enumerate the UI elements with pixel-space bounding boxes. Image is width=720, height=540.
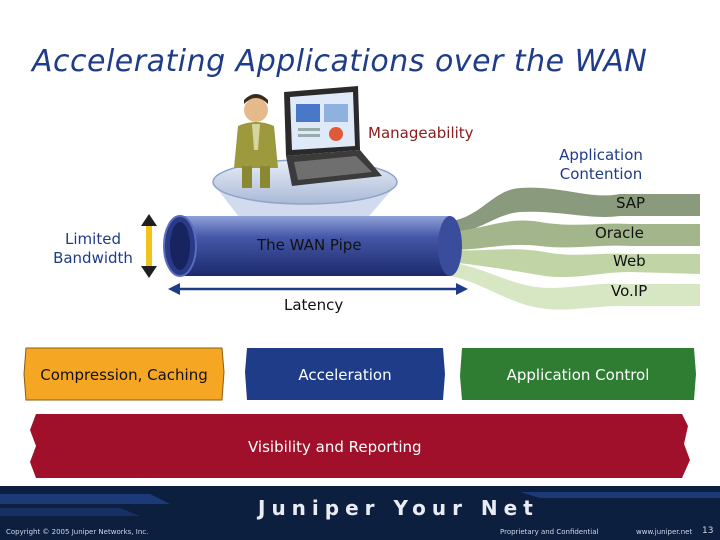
wan-diagram xyxy=(23,86,700,478)
visibility-reporting-band: Visibility and Reporting xyxy=(248,438,422,456)
footer-bar: Juniper Your Net Copyright © 2005 Junipe… xyxy=(0,486,720,540)
wan-pipe-label: The WAN Pipe xyxy=(257,236,362,254)
web-stream xyxy=(448,249,700,278)
wan-pipe xyxy=(163,215,462,277)
compression-caching-box: Compression, Caching xyxy=(40,366,208,384)
app-label-web: Web xyxy=(613,252,646,270)
slide-number: 13 xyxy=(702,526,714,536)
oracle-stream xyxy=(445,220,700,250)
brand-wordmark: Juniper Your Net xyxy=(258,496,539,520)
visibility-band-shape xyxy=(30,414,690,478)
bandwidth-arrow xyxy=(141,214,157,278)
copyright-text: Copyright © 2005 Juniper Networks, Inc. xyxy=(6,528,149,536)
application-contention-label: Application Contention xyxy=(559,146,643,183)
acceleration-box-shape xyxy=(245,348,445,400)
application-streams xyxy=(440,187,700,310)
manageability-label: Manageability xyxy=(368,124,474,142)
app-label-sap: SAP xyxy=(616,194,646,212)
latency-label: Latency xyxy=(284,296,344,314)
proprietary-text: Proprietary and Confidential xyxy=(500,528,599,536)
app-control-box-shape xyxy=(460,348,696,400)
sap-stream xyxy=(440,187,700,234)
application-control-box: Application Control xyxy=(506,366,650,384)
app-label-oracle: Oracle xyxy=(595,224,644,242)
website-text: www.juniper.net xyxy=(636,528,693,536)
slide-title: Accelerating Applications over the WAN xyxy=(32,44,648,79)
latency-arrow xyxy=(168,283,468,295)
limited-bandwidth-label: Limited Bandwidth xyxy=(53,230,133,267)
app-label-voip: Vo.IP xyxy=(611,282,648,300)
acceleration-box: Acceleration xyxy=(298,366,392,384)
voip-stream xyxy=(448,262,700,310)
footer-swoosh xyxy=(0,492,720,516)
laptop-icon xyxy=(284,86,382,186)
administrator-icon xyxy=(234,94,278,188)
compression-box-shape xyxy=(23,347,225,401)
